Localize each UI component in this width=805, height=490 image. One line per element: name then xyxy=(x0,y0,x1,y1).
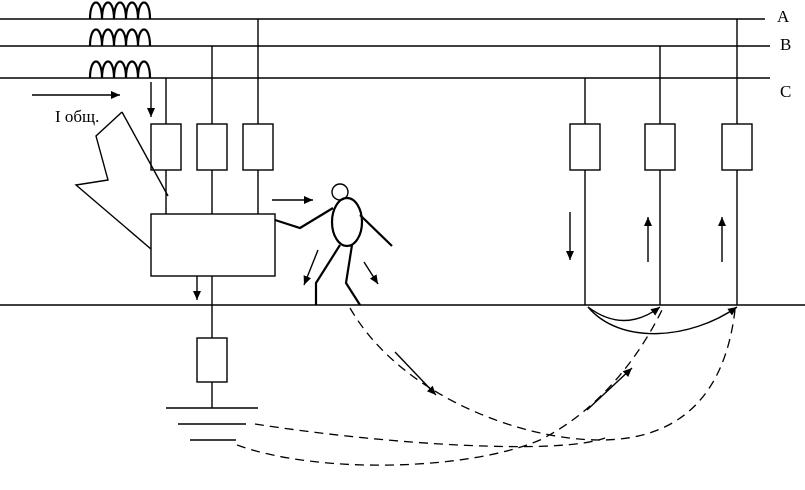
right-fuse-2 xyxy=(644,123,676,171)
earth-arrow-up xyxy=(586,367,633,411)
coil-phase-b xyxy=(88,28,152,47)
phase-label-b: B xyxy=(780,35,791,54)
leg-current-arrow-right xyxy=(363,261,379,285)
left-fuse-3 xyxy=(242,123,274,171)
ground-symbol xyxy=(166,407,258,441)
right-feeders xyxy=(584,19,738,305)
right-fuse-1 xyxy=(569,123,601,171)
left-fuse-1 xyxy=(150,123,182,171)
phase-lines xyxy=(0,18,770,79)
coil-phase-c xyxy=(88,60,152,79)
earth-current-path-1 xyxy=(349,307,736,441)
total-current-label: I общ. xyxy=(55,107,99,126)
earth-arrow-down xyxy=(394,351,437,396)
phase-label-a: A xyxy=(777,7,790,26)
current-transformer-coils xyxy=(88,1,152,79)
return-curve-2 xyxy=(587,306,738,335)
grounding-resistor xyxy=(196,337,228,383)
person-figure xyxy=(274,183,393,306)
breakdown-zigzag xyxy=(74,111,159,256)
phase-label-c: C xyxy=(780,82,791,101)
person-body xyxy=(330,196,364,248)
earth-current-path-2 xyxy=(236,309,663,466)
equipment-enclosure xyxy=(150,213,276,277)
coil-phase-a xyxy=(88,1,152,20)
right-fuse-3 xyxy=(721,123,753,171)
return-curve-1 xyxy=(587,306,661,322)
left-feeders xyxy=(165,19,259,214)
leg-current-arrow-left xyxy=(303,249,319,286)
left-fuse-2 xyxy=(196,123,228,171)
